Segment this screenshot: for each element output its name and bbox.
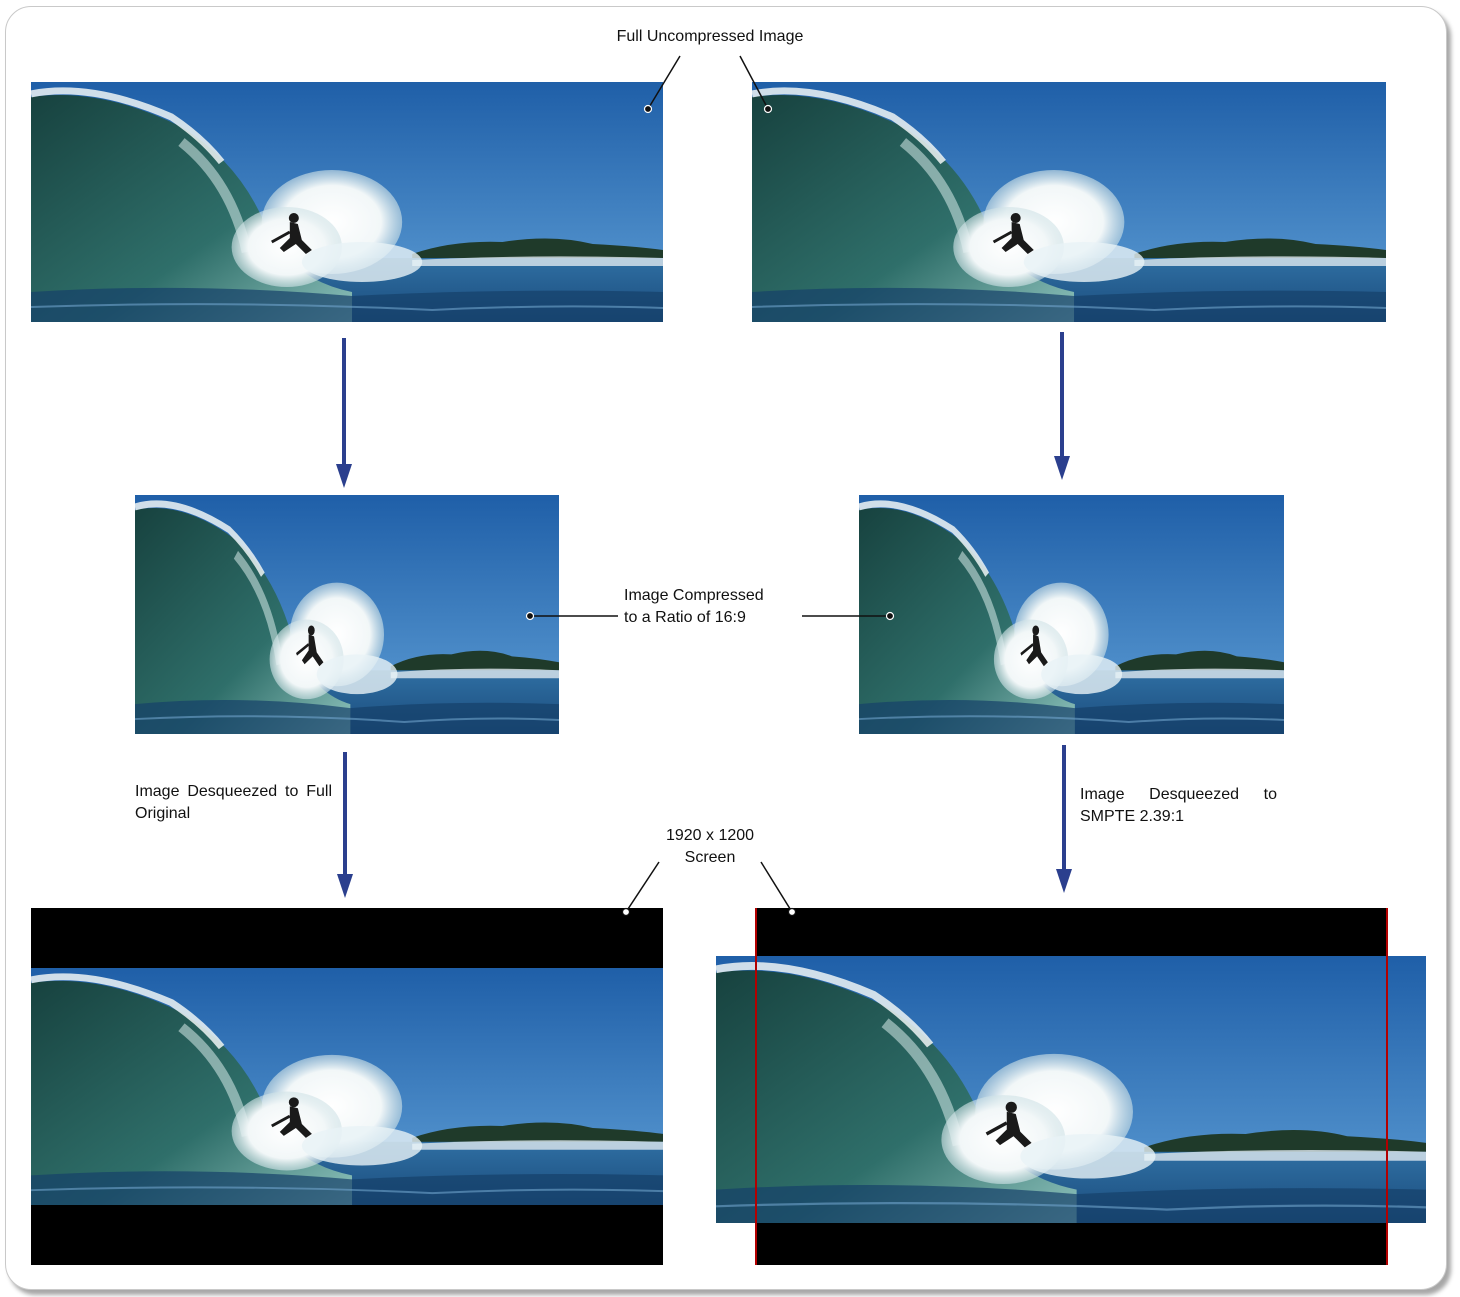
down-arrow-icon xyxy=(337,752,353,898)
letterbox-bar-bottom-right xyxy=(755,1223,1388,1265)
screen-outline xyxy=(755,908,1388,1265)
screen-label-line1: 1920 x 1200 xyxy=(665,827,755,844)
full-uncompressed-label: Full Uncompressed Image xyxy=(616,28,804,45)
screen-label-line2: Screen xyxy=(684,849,736,866)
letterbox-bar-bottom-left xyxy=(31,1205,663,1265)
screen-size-label: 1920 x 1200 Screen xyxy=(630,825,790,869)
callout-dot-icon xyxy=(525,104,895,621)
callout-lines xyxy=(530,55,890,913)
down-arrow-icon xyxy=(1054,332,1070,480)
compressed-ratio-label: Image Compressed to a Ratio of 16:9 xyxy=(624,585,798,629)
down-arrow-icon xyxy=(1056,745,1072,893)
compressed-label-line1: Image Compressed xyxy=(624,587,764,604)
compressed-label-line2: to a Ratio of 16:9 xyxy=(624,609,746,626)
desqueeze-smpte-label: Image Desqueezed to SMPTE 2.39:1 xyxy=(1080,786,1277,825)
letterbox-bar-top-right xyxy=(755,908,1388,956)
callout-dot-icon xyxy=(621,907,797,917)
down-arrow-icon xyxy=(336,338,352,488)
desqueeze-full-original-label: Image Desqueezed to Full Original xyxy=(135,783,332,822)
letterbox-bar-top-left xyxy=(31,908,663,968)
